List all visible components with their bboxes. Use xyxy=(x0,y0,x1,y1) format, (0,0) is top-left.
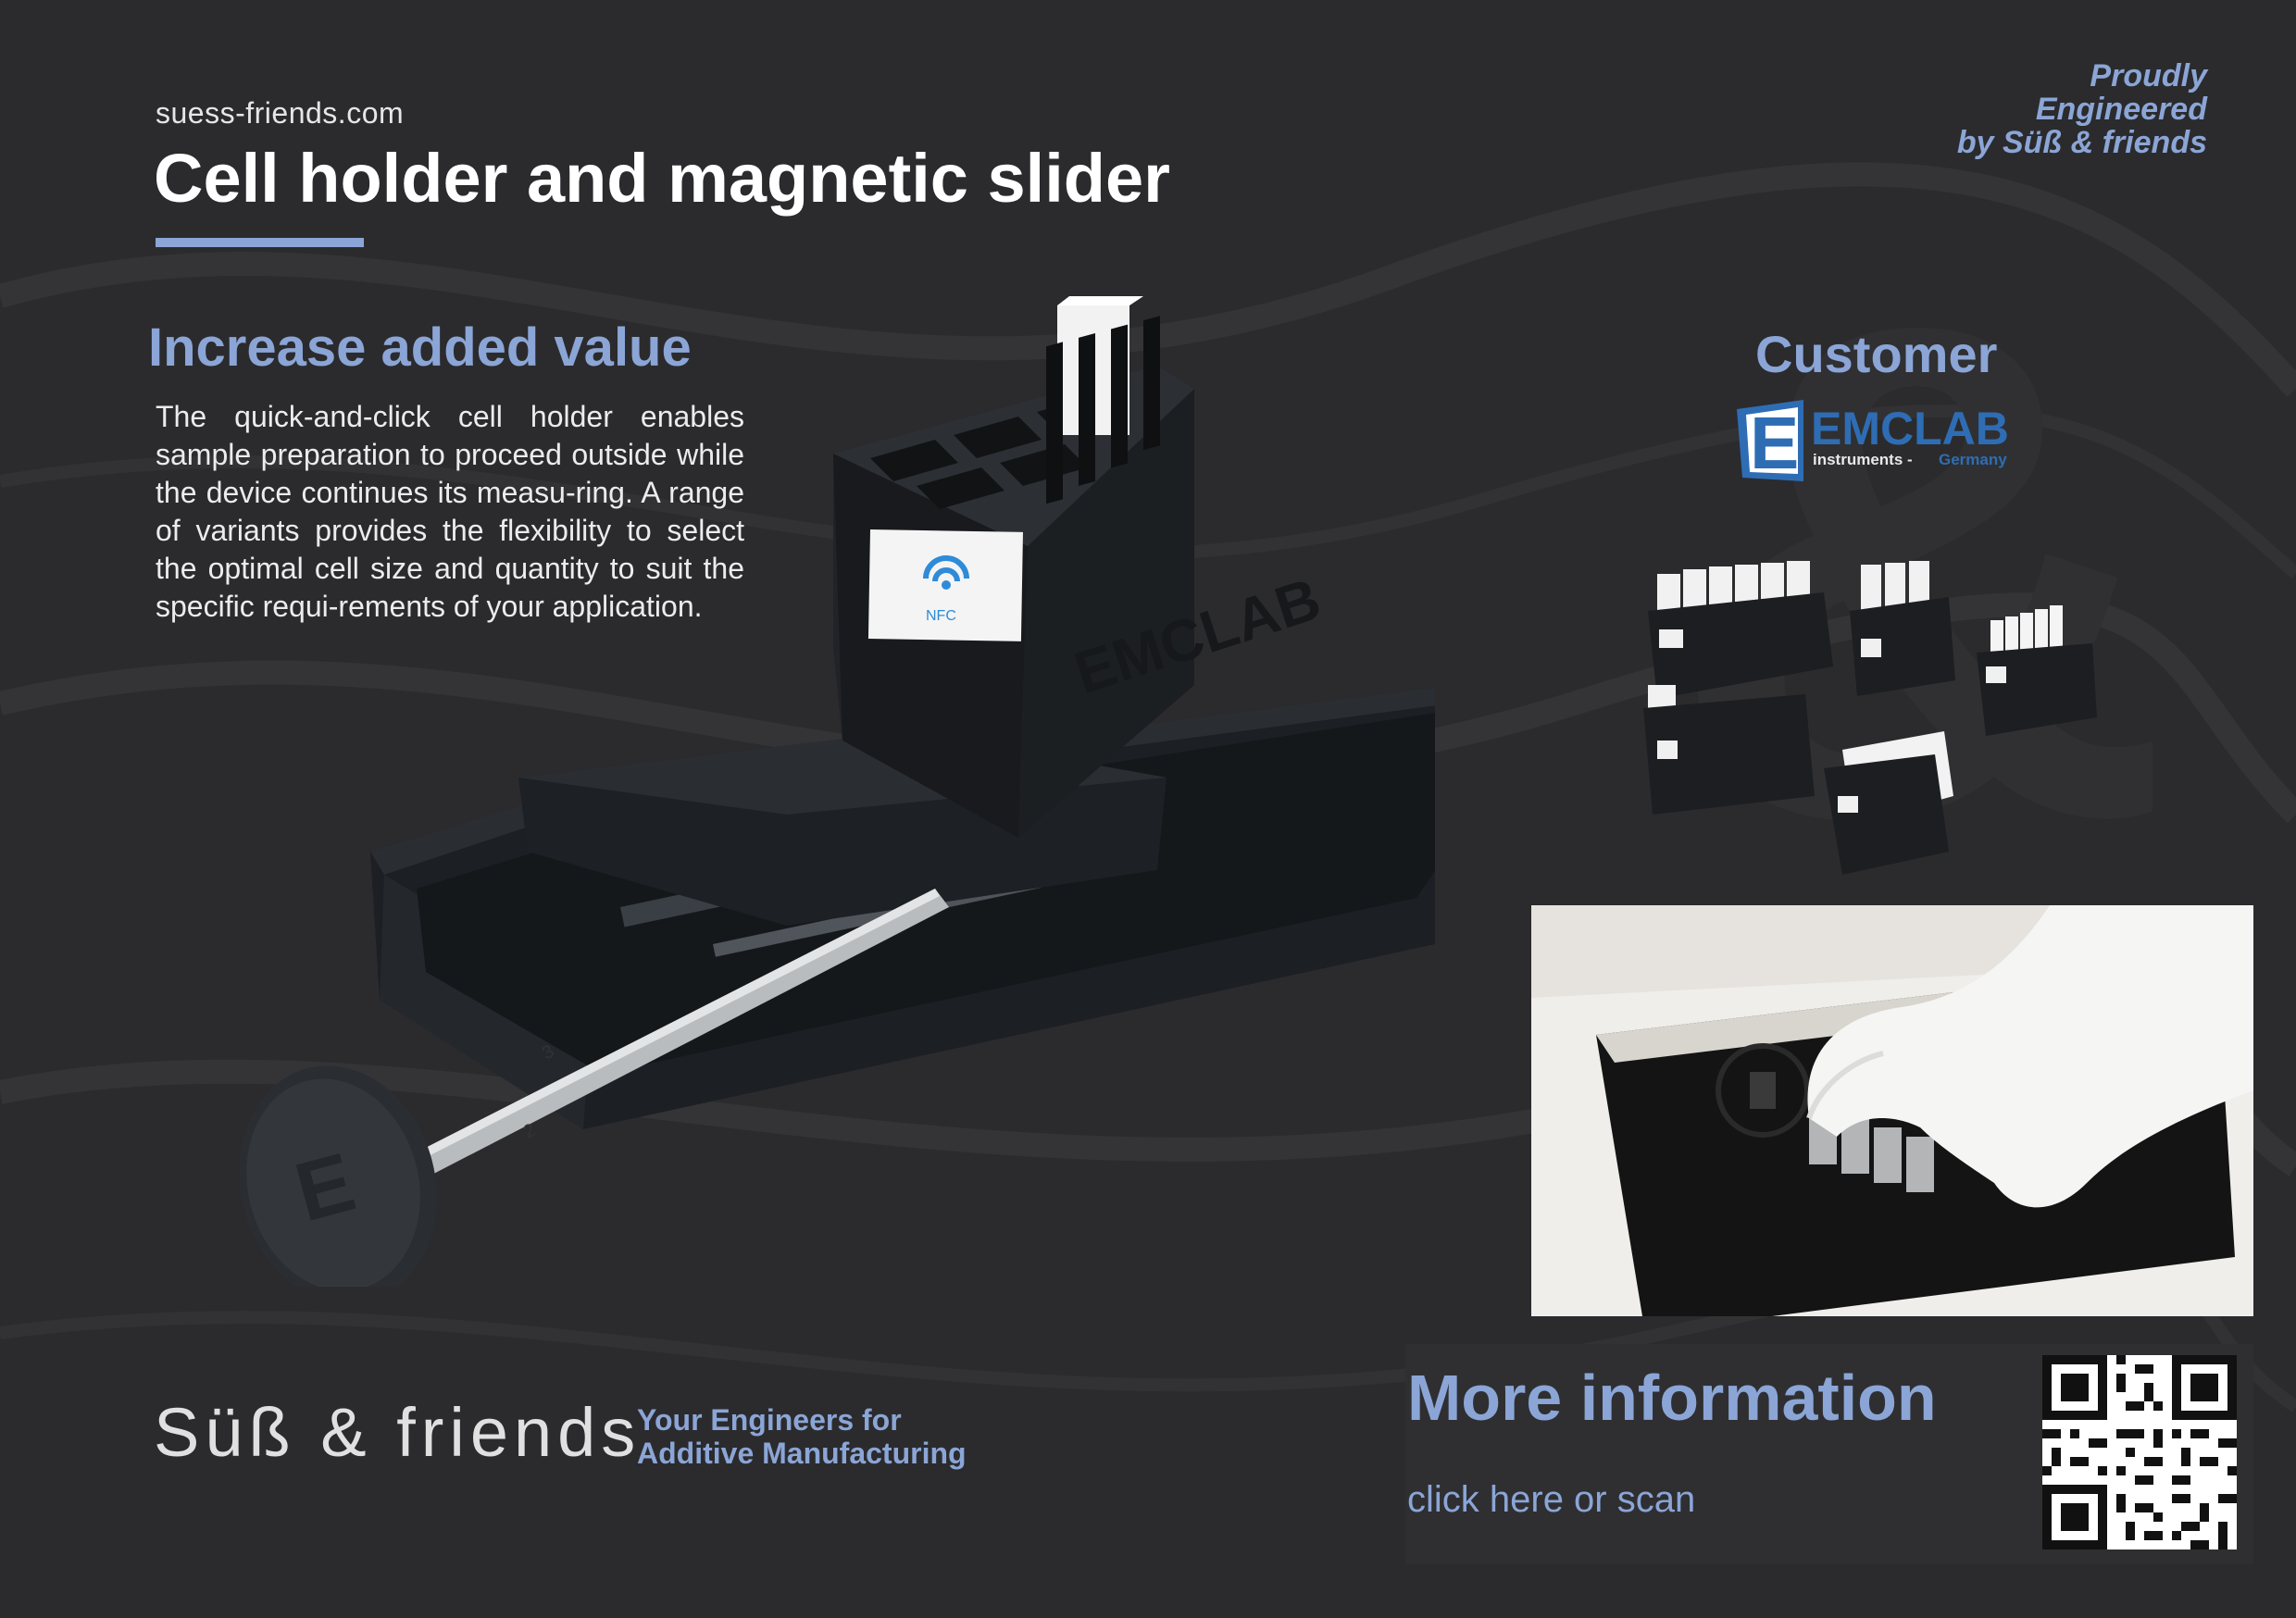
rod-mark: 2 xyxy=(520,1120,539,1143)
brand-name: EMCLAB xyxy=(1811,403,2009,454)
proudly-engineered-badge: Proudly Engineered by Süß & friends xyxy=(1957,59,2207,159)
proud-line: Proudly xyxy=(2090,58,2207,93)
proud-line: by Süß & friends xyxy=(1956,125,2207,160)
brand-country: Germany xyxy=(1939,451,2007,468)
tagline: Your Engineers for Additive Manufacturin… xyxy=(637,1403,967,1470)
cell-holder-product-image: NFC EMCLAB 3 2 E xyxy=(239,296,1435,1287)
page-title: Cell holder and magnetic slider xyxy=(154,140,1170,217)
site-url[interactable]: suess-friends.com xyxy=(156,96,405,130)
variant-flat xyxy=(1824,731,1953,875)
section-heading: Increase added value xyxy=(148,317,692,378)
customer-heading: Customer xyxy=(1755,325,1998,383)
tagline-line: Your Engineers for xyxy=(637,1403,902,1437)
more-info-heading: More information xyxy=(1407,1362,1937,1434)
more-info-link[interactable]: click here or scan xyxy=(1407,1479,1696,1520)
qr-code[interactable] xyxy=(2042,1355,2237,1550)
lab-usage-photo xyxy=(1531,905,2253,1316)
variant-small xyxy=(1643,685,1815,815)
variant-wide xyxy=(1977,605,2097,736)
section-body-text: The quick-and-click cell holder enables … xyxy=(156,400,744,623)
brand-letter: E xyxy=(1750,402,1799,483)
suess-friends-logo: Süß & friends xyxy=(154,1394,642,1471)
nfc-label: NFC xyxy=(926,608,956,624)
tagline-line: Additive Manufacturing xyxy=(637,1437,967,1470)
brand-sub: instruments - xyxy=(1813,451,1913,468)
variant-large xyxy=(1648,561,1833,699)
proud-line: Engineered xyxy=(2035,92,2207,127)
cell-holder-variants-image xyxy=(1643,561,2097,875)
title-underline xyxy=(156,238,364,247)
emclab-logo: E EMCLAB instruments - Germany xyxy=(1737,400,2009,483)
variant-medium xyxy=(1850,561,1955,696)
